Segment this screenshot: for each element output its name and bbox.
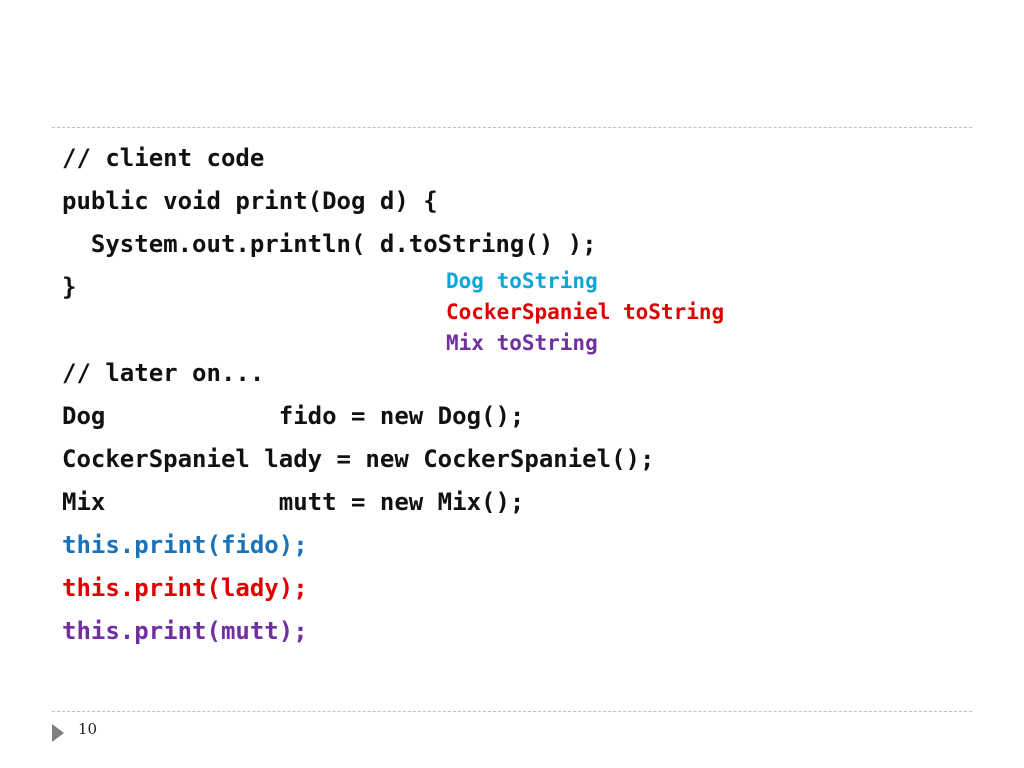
bottom-divider <box>52 711 972 712</box>
code-block: // client code public void print(Dog d) … <box>62 137 654 653</box>
code-line-comment-client: // client code <box>62 144 265 172</box>
output-line-dog: Dog toString <box>446 269 598 293</box>
code-line-dog-decl: Dog fido = new Dog(); <box>62 402 525 430</box>
code-line-comment-later: // later on... <box>62 359 265 387</box>
page-number: 10 <box>78 720 98 738</box>
footer-arrow-icon <box>52 724 64 742</box>
code-line-cocker-decl: CockerSpaniel lady = new CockerSpaniel()… <box>62 445 655 473</box>
code-line-print-fido: this.print(fido); <box>62 531 308 559</box>
output-block: Dog toString CockerSpaniel toString Mix … <box>446 266 724 359</box>
code-line-print-mutt: this.print(mutt); <box>62 617 308 645</box>
output-line-cockerspaniel: CockerSpaniel toString <box>446 300 725 324</box>
output-line-mix: Mix toString <box>446 331 598 355</box>
code-line-mix-decl: Mix mutt = new Mix(); <box>62 488 525 516</box>
code-line-println: System.out.println( d.toString() ); <box>62 230 597 258</box>
code-line-print-lady: this.print(lady); <box>62 574 308 602</box>
code-line-close-brace: } <box>62 273 77 301</box>
top-divider <box>52 127 972 128</box>
code-line-method-signature: public void print(Dog d) { <box>62 187 438 215</box>
